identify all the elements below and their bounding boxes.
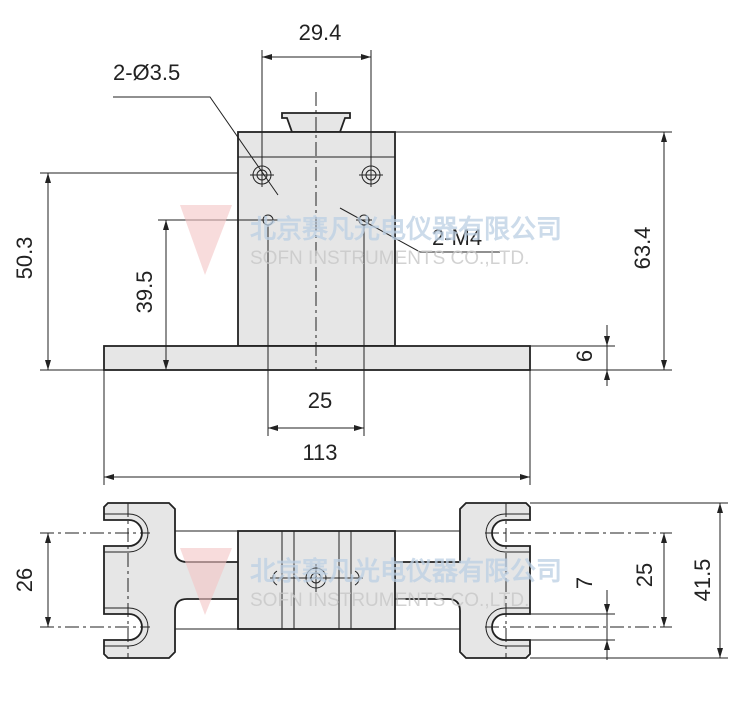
hole-callout: 2-Ø3.5: [113, 60, 180, 85]
dim-top-width: 29.4: [299, 20, 342, 45]
dim-total-height: 63.4: [630, 227, 655, 270]
dim-slot-spacing-left: 26: [12, 568, 37, 592]
dim-slot-spacing-right: 25: [632, 563, 657, 587]
front-view: 29.4 2-Ø3.5 2-M4 63.4 50.3 39.5 6 25 113: [12, 20, 672, 485]
watermark-cn: 北京赛凡光电仪器有限公司: [250, 556, 562, 586]
dim-hole-height: 50.3: [12, 237, 37, 280]
dim-total-width: 41.5: [690, 559, 715, 602]
watermark: 北京赛凡光电仪器有限公司 SOFN INSTRUMENTS CO.,LTD. 北…: [180, 205, 562, 615]
dim-slot-width: 7: [572, 577, 597, 589]
dim-thread-spacing: 25: [308, 388, 332, 413]
logo-mark: [180, 205, 232, 275]
base-plate: [103, 345, 531, 371]
dim-base-length: 113: [302, 440, 337, 465]
watermark-cn: 北京赛凡光电仪器有限公司: [250, 214, 562, 244]
watermark-en: SOFN INSTRUMENTS CO.,LTD.: [250, 590, 529, 611]
plan-view: 26 25 41.5 7: [12, 502, 728, 660]
dim-base-thickness: 6: [572, 350, 597, 362]
watermark-en: SOFN INSTRUMENTS CO.,LTD.: [250, 248, 529, 269]
dim-thread-height: 39.5: [132, 271, 157, 314]
thread-callout: 2-M4: [432, 225, 482, 250]
